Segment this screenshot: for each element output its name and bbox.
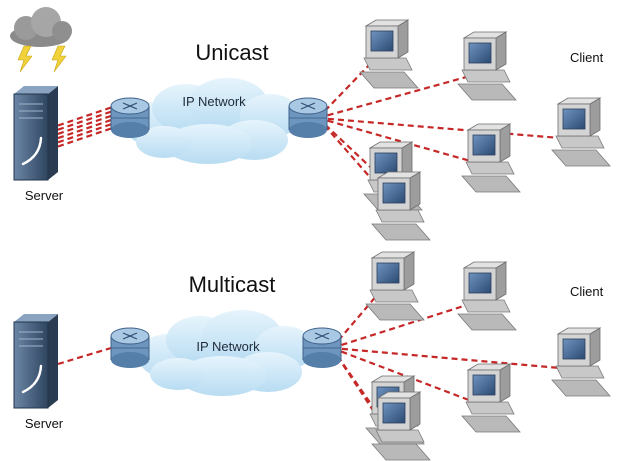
client-label: Client xyxy=(570,50,604,65)
server-icon xyxy=(13,86,58,181)
router-icon xyxy=(302,327,342,368)
router-icon xyxy=(288,97,328,138)
stream-line xyxy=(57,127,112,148)
storm-cloud-group xyxy=(10,7,72,73)
computer-icon xyxy=(359,19,419,89)
stream-line xyxy=(317,74,471,120)
stream-line xyxy=(331,346,561,370)
stream-line xyxy=(57,106,112,127)
network-cloud-icon xyxy=(138,310,314,396)
computer-icon xyxy=(551,97,611,167)
server-icon xyxy=(13,314,58,409)
server-label: Server xyxy=(25,188,64,203)
computer-icon xyxy=(457,261,517,331)
client-label: Client xyxy=(570,284,604,299)
computer-icon xyxy=(461,363,521,433)
network-label: IP Network xyxy=(196,339,260,354)
stream-line xyxy=(57,119,112,140)
network-label: IP Network xyxy=(182,94,246,109)
stream-line xyxy=(331,302,471,350)
computer-icon xyxy=(551,327,611,397)
stream-line xyxy=(57,123,112,144)
lightning-icon xyxy=(51,45,67,73)
computer-icon xyxy=(371,391,431,461)
lightning-icon xyxy=(17,45,33,73)
computer-icon xyxy=(457,31,517,101)
router-icon xyxy=(110,327,150,368)
computer-icon xyxy=(365,251,425,321)
panel-title: Unicast xyxy=(195,40,268,65)
stream-line xyxy=(57,110,112,131)
network-cloud-icon xyxy=(124,78,300,164)
stream-line xyxy=(317,116,475,164)
stream-line xyxy=(331,346,475,404)
router-icon xyxy=(110,97,150,138)
storm-cloud-icon xyxy=(10,7,72,47)
stream-line xyxy=(57,114,112,135)
computer-icon xyxy=(461,123,521,193)
panel-title: Multicast xyxy=(189,272,276,297)
stream-line xyxy=(57,346,112,366)
server-label: Server xyxy=(25,416,64,431)
computer-icon xyxy=(371,171,431,241)
stream-line xyxy=(317,116,561,140)
